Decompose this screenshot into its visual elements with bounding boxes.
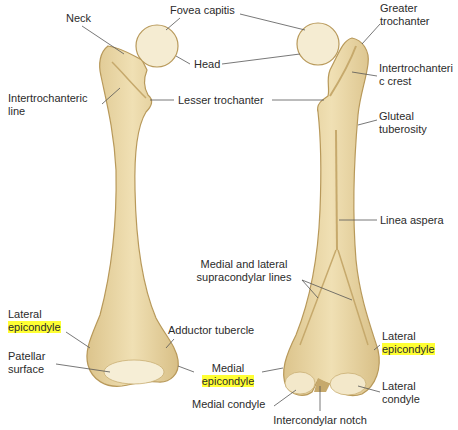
supracondylar-lines [300, 250, 368, 345]
part-label: Medial condyle [192, 398, 265, 411]
intercondylar-notch [314, 378, 330, 392]
part-label: Patellar surface [8, 350, 68, 376]
posterior-femur [284, 38, 380, 396]
part-label: Lateral epicondyle [382, 330, 452, 356]
label-part: Lateral [8, 308, 42, 320]
part-label: Gluteal tuberosity [379, 110, 455, 136]
part-label: Adductor tubercle [168, 324, 254, 337]
part-label: Fovea capitis [170, 4, 235, 17]
part-label: Intertrochanteric line [8, 92, 104, 118]
part-label: Lesser trochanter [178, 94, 264, 107]
intertrochanteric-line [112, 62, 146, 98]
intertrochanteric-crest [330, 46, 356, 96]
condyle [285, 372, 315, 394]
highlighted-word: epicondyle [382, 343, 435, 355]
linea-aspera [336, 130, 337, 250]
part-label: Intertrochanteric crest [379, 62, 455, 88]
condyle [330, 373, 366, 395]
part-label: Head [194, 58, 220, 71]
patellar-surface [104, 360, 164, 384]
label-part: Medial [212, 362, 244, 374]
highlighted-word: epicondyle [8, 321, 61, 333]
part-label: Intercondylar notch [265, 414, 375, 427]
highlighted-word: epicondyle [202, 375, 255, 387]
part-label: Medial epicondyle [196, 362, 260, 388]
part-label: Lateral condyle [382, 380, 452, 406]
part-label: Greater trochanter [380, 2, 454, 28]
part-label: Neck [66, 12, 91, 25]
part-label: Medial and lateral supracondylar lines [188, 258, 300, 284]
part-label: Lateral epicondyle [8, 308, 68, 334]
leader-lines [56, 14, 380, 411]
part-label: Linea aspera [380, 214, 444, 227]
anterior-femur [87, 46, 178, 386]
label-part: Lateral [382, 330, 416, 342]
femoral-head [136, 25, 178, 67]
